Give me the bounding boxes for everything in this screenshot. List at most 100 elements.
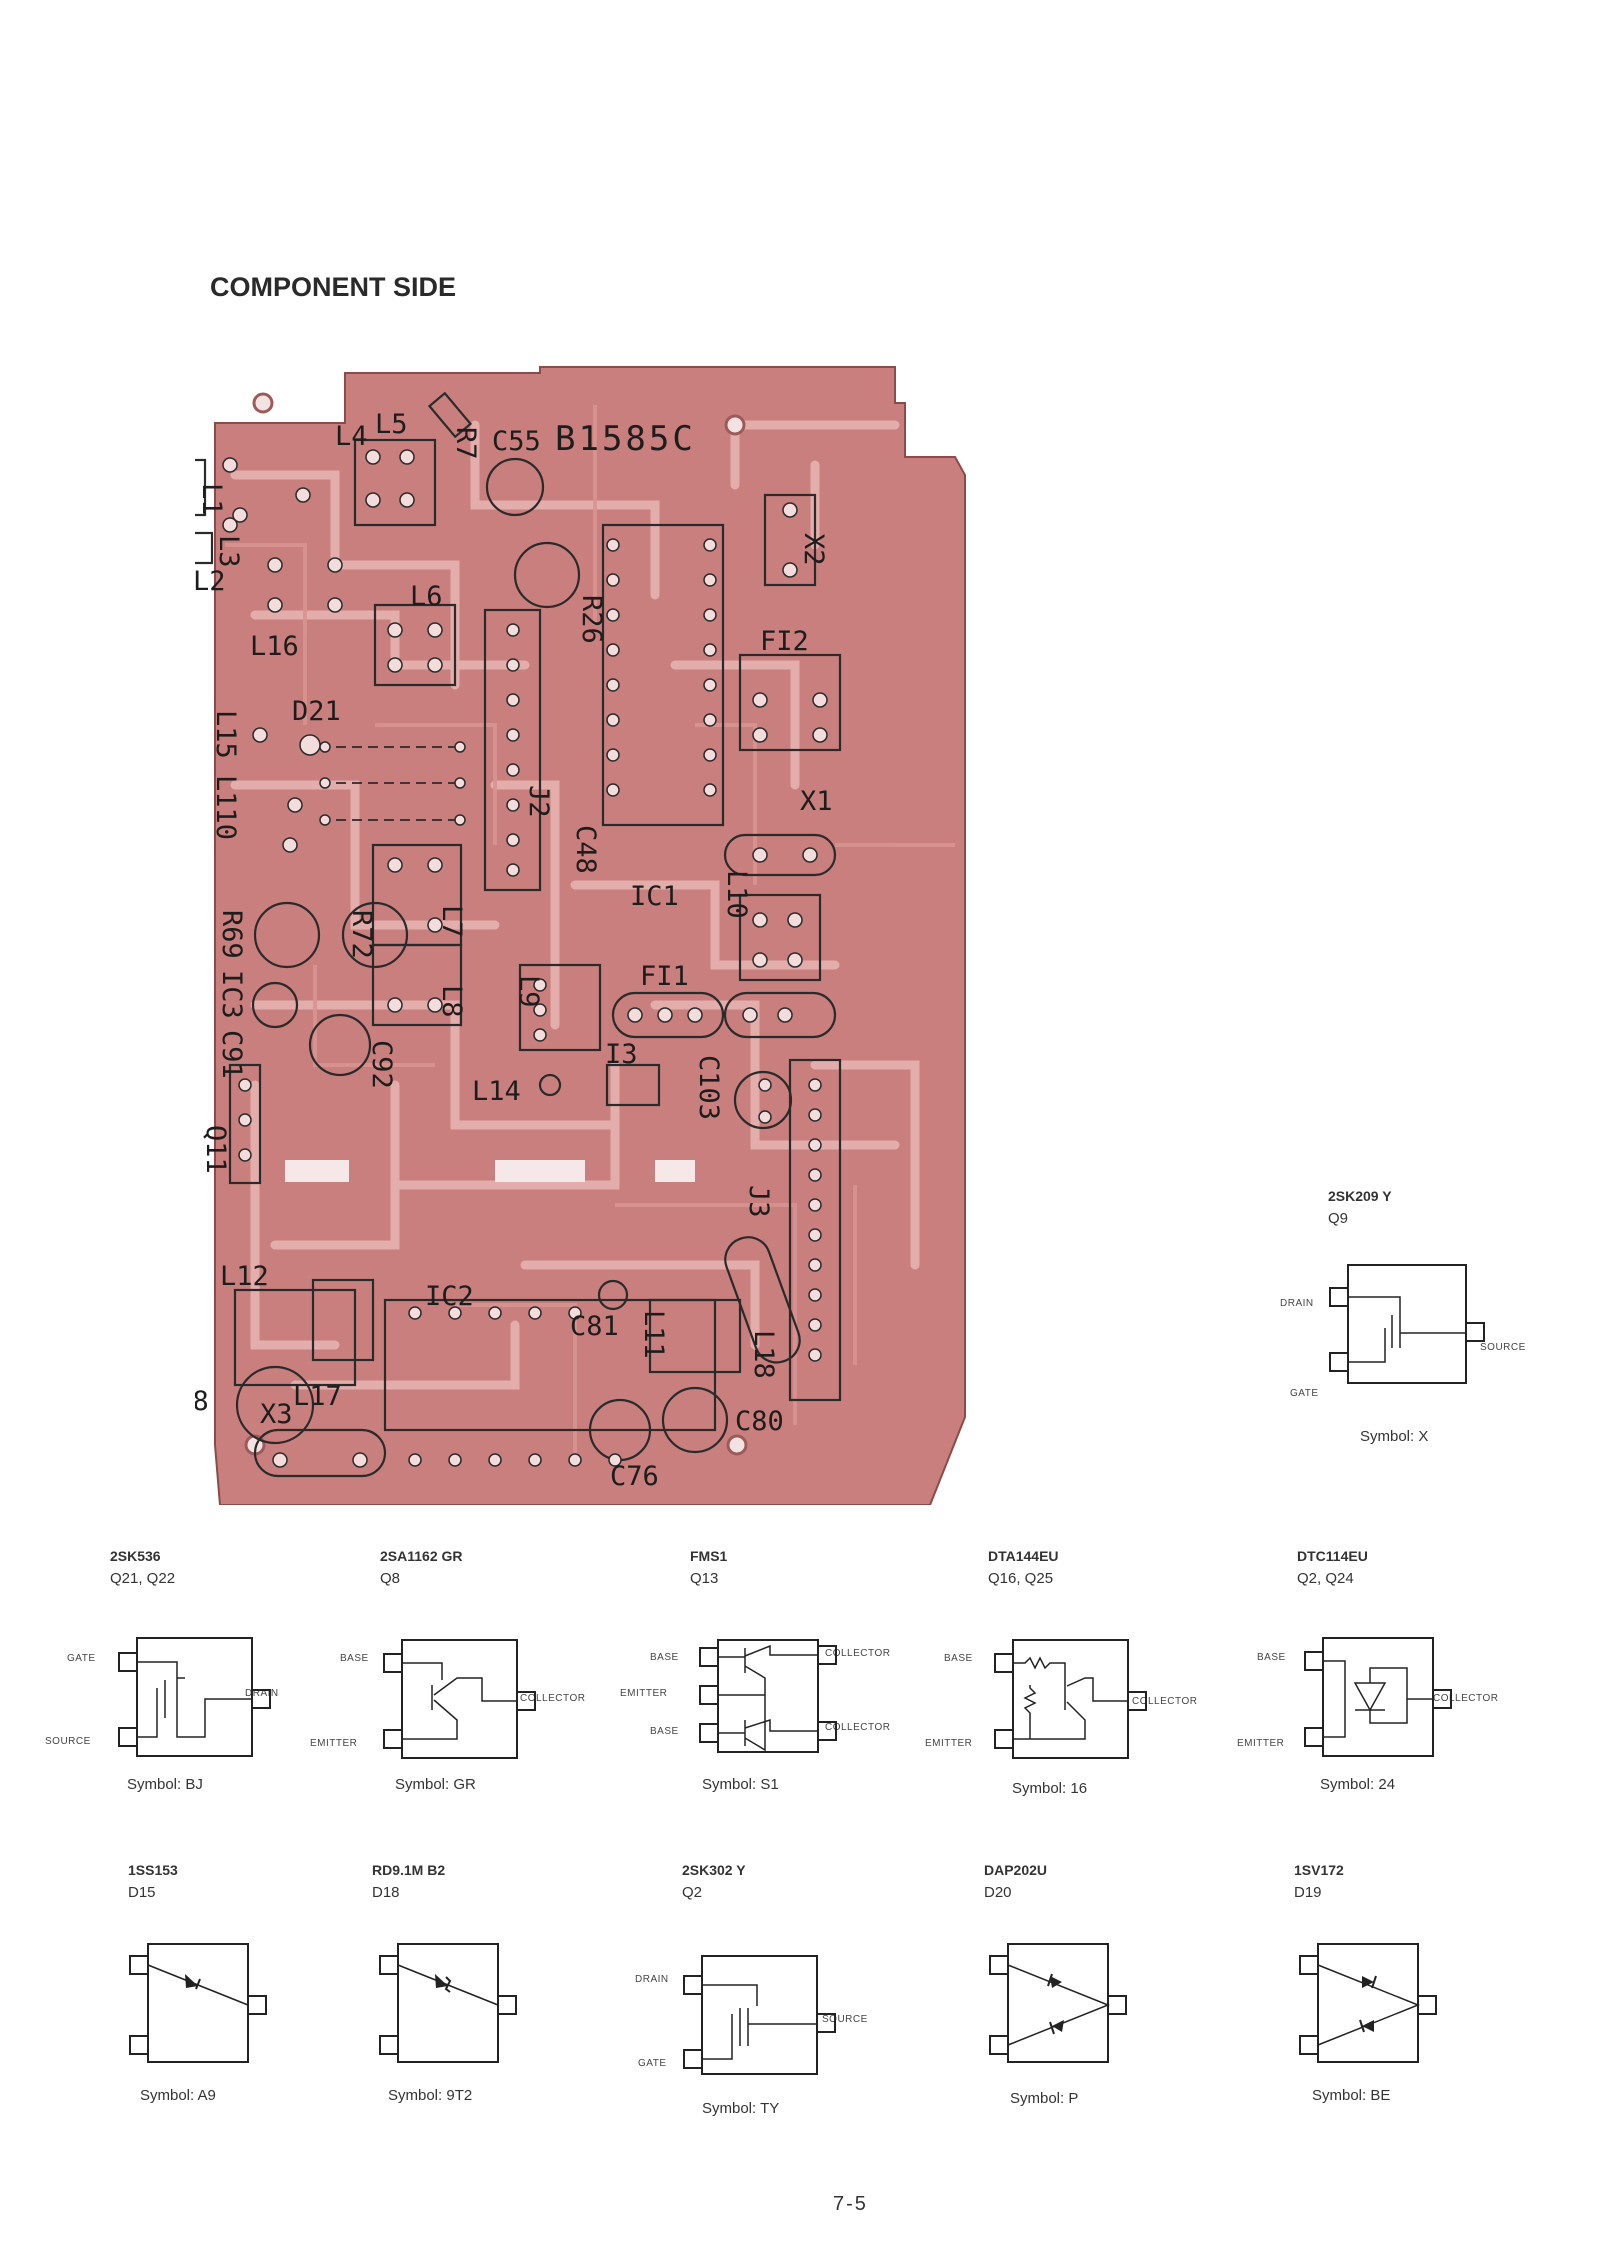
pcb-label: C76 bbox=[610, 1461, 659, 1492]
pcb-label: Q11 bbox=[200, 1125, 231, 1174]
reference-designator: Q13 bbox=[690, 1570, 719, 1587]
reference-designator: Q8 bbox=[380, 1570, 401, 1587]
pcb-label: L7 bbox=[436, 905, 467, 938]
pcb-label: L1 bbox=[196, 483, 227, 516]
pcb-label: L15 bbox=[210, 710, 241, 759]
pcb-label: L5 bbox=[375, 409, 408, 440]
pin-label: EMITTER bbox=[1237, 1738, 1285, 1749]
pcb-label: L110 bbox=[210, 775, 241, 840]
symbol-caption: Symbol: X bbox=[1360, 1428, 1429, 1445]
reference-designator: D20 bbox=[984, 1884, 1012, 1901]
pcb-label: L4 bbox=[335, 421, 368, 452]
reference-designator: Q2 bbox=[682, 1884, 703, 1901]
pcb-label: R69 bbox=[216, 910, 247, 959]
pcb-label: IC1 bbox=[630, 881, 679, 912]
part-number: DAP202U bbox=[984, 1862, 1048, 1878]
pcb-label: IC2 bbox=[425, 1281, 474, 1312]
page-number: 7-5 bbox=[833, 2193, 868, 2215]
pin-label: EMITTER bbox=[310, 1738, 358, 1749]
pcb-label: L14 bbox=[472, 1076, 521, 1107]
symbol-caption: Symbol: A9 bbox=[140, 2087, 216, 2104]
part-number: DTC114EU bbox=[1297, 1548, 1368, 1564]
part-number: 1SS153 bbox=[128, 1862, 178, 1878]
symbol-caption: Symbol: P bbox=[1010, 2090, 1079, 2107]
pcb-label: L16 bbox=[250, 631, 299, 662]
transistor-symbol bbox=[699, 1639, 837, 1753]
transistor-symbol bbox=[118, 1637, 271, 1757]
pcb-label: R72 bbox=[346, 910, 377, 959]
transistor-symbol bbox=[683, 1955, 836, 2075]
pcb-label: X2 bbox=[798, 533, 829, 566]
pin-label: EMITTER bbox=[925, 1738, 973, 1749]
pin-label: SOURCE bbox=[45, 1736, 91, 1747]
pcb-label: L3 bbox=[213, 535, 244, 568]
pin-label: SOURCE bbox=[1480, 1342, 1526, 1353]
pcb-label: X1 bbox=[800, 786, 833, 817]
pcb-label: X3 bbox=[260, 1399, 293, 1430]
pcb-label: C48 bbox=[570, 825, 601, 874]
pin-label: GATE bbox=[67, 1653, 96, 1664]
diode-symbol bbox=[129, 1943, 267, 2063]
symbol-dta144eu: DTA144EU Q16, Q25 BASE COLLECTOR EMITTER… bbox=[910, 1548, 1230, 1798]
reference-designator: Q21, Q22 bbox=[110, 1570, 176, 1587]
symbol-caption: Symbol: S1 bbox=[702, 1776, 779, 1793]
pcb-label: C78 bbox=[195, 1386, 209, 1417]
pcb-label: L9 bbox=[513, 975, 544, 1008]
diode-symbol bbox=[989, 1943, 1127, 2063]
symbol-caption: Symbol: 9T2 bbox=[388, 2087, 473, 2104]
reference-designator: D19 bbox=[1294, 1884, 1322, 1901]
pin-label: GATE bbox=[638, 2058, 667, 2069]
reference-designator: Q2, Q24 bbox=[1297, 1570, 1354, 1587]
pin-label: BASE bbox=[340, 1653, 369, 1664]
diode-symbol bbox=[379, 1943, 517, 2063]
pin-label: COLLECTOR bbox=[1132, 1696, 1198, 1707]
pin-label: GATE bbox=[1290, 1388, 1319, 1399]
pin-label: BASE bbox=[650, 1652, 679, 1663]
symbol-1ss153: 1SS153 D15 Symbol: A9 bbox=[110, 1862, 310, 2104]
pcb-label: C80 bbox=[735, 1406, 784, 1437]
part-number: 2SA1162 GR bbox=[380, 1548, 463, 1564]
pcb-label: C81 bbox=[570, 1311, 619, 1342]
pcb-label: C55 bbox=[492, 426, 541, 457]
pcb-label: C91 bbox=[216, 1030, 247, 1079]
part-number: FMS1 bbox=[690, 1548, 728, 1564]
symbol-dtc114eu: DTC114EU Q2, Q24 BASE COLLECTOR EMITTER … bbox=[1215, 1548, 1545, 1798]
transistor-symbol bbox=[383, 1639, 536, 1759]
symbol-2sk302y: 2SK302 Y Q2 DRAIN SOURCE GATE Symbol: TY bbox=[610, 1862, 910, 2117]
symbol-caption: Symbol: BE bbox=[1312, 2087, 1391, 2104]
symbol-2sa1162gr: 2SA1162 GR Q8 BASE COLLECTOR EMITTER Sym… bbox=[310, 1548, 600, 1798]
pcb-label: J3 bbox=[743, 1185, 774, 1218]
reference-designator: D15 bbox=[128, 1884, 156, 1901]
diode-symbol bbox=[1299, 1943, 1437, 2063]
pcb-label: R7 bbox=[450, 427, 481, 460]
pcb-label: L6 bbox=[410, 581, 443, 612]
part-number: DTA144EU bbox=[988, 1548, 1059, 1564]
pcb-label: I3 bbox=[605, 1039, 638, 1070]
part-number: RD9.1M B2 bbox=[372, 1862, 446, 1878]
symbol-caption: Symbol: GR bbox=[395, 1776, 476, 1793]
pcb-label: FI2 bbox=[760, 626, 809, 657]
pcb-component-side: B1585C L1 L2 L3 L4 L5 R7 C55 X2 R26 L6 L… bbox=[195, 366, 966, 1505]
reference-designator: Q9 bbox=[1328, 1210, 1349, 1227]
pcb-label: L10 bbox=[721, 870, 752, 919]
pcb-label: L2 bbox=[195, 566, 226, 597]
pcb-label: J2 bbox=[523, 785, 554, 818]
pin-label: DRAIN bbox=[1280, 1298, 1314, 1309]
symbol-caption: Symbol: TY bbox=[702, 2100, 780, 2117]
part-number: 2SK209 Y bbox=[1328, 1188, 1392, 1204]
symbol-fms1: FMS1 Q13 BASE COLLECTOR EMITTER BASE COL… bbox=[610, 1548, 910, 1798]
part-number: 2SK302 Y bbox=[682, 1862, 746, 1878]
pin-label: EMITTER bbox=[620, 1688, 668, 1699]
pcb-label: L8 bbox=[436, 985, 467, 1018]
symbol-rd91mb2: RD9.1M B2 D18 Symbol: 9T2 bbox=[358, 1862, 558, 2104]
page-title: COMPONENT SIDE bbox=[210, 272, 457, 302]
pin-label: COLLECTOR bbox=[825, 1722, 891, 1733]
symbol-dap202u: DAP202U D20 Symbol: P bbox=[960, 1862, 1160, 2107]
pin-label: BASE bbox=[650, 1726, 679, 1737]
pcb-label: C92 bbox=[366, 1040, 397, 1089]
pcb-label-board-id: B1585C bbox=[555, 419, 696, 459]
pcb-label: C103 bbox=[693, 1055, 724, 1120]
transistor-symbol bbox=[1329, 1264, 1485, 1384]
pcb-label: L12 bbox=[220, 1261, 269, 1292]
pcb-label: D21 bbox=[292, 696, 341, 727]
